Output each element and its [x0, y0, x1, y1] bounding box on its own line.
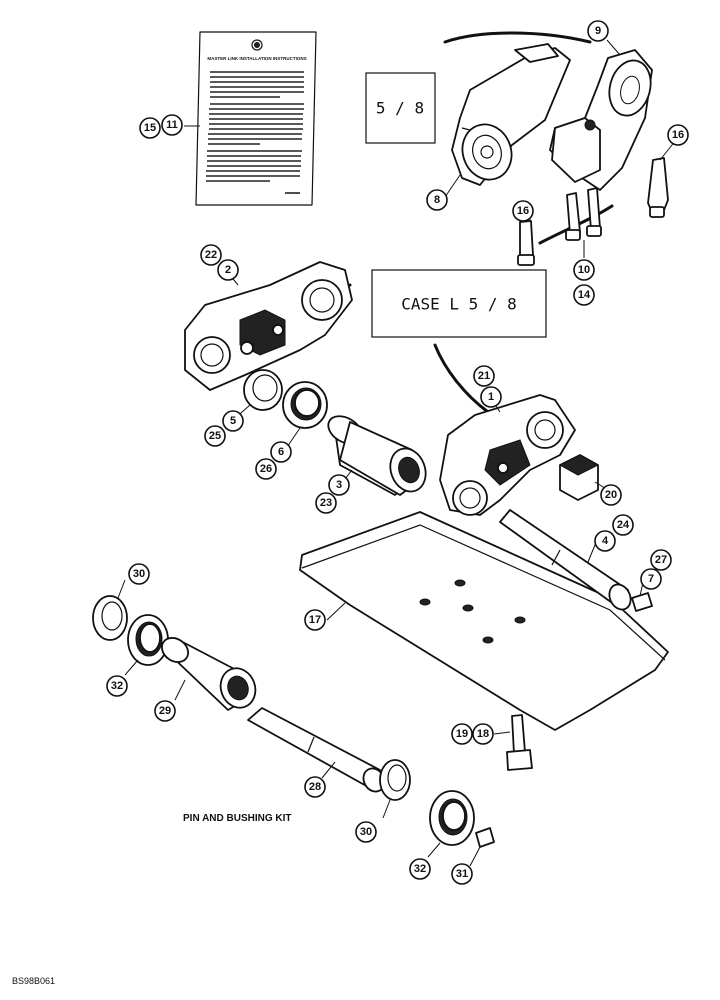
svg-text:9: 9: [595, 25, 601, 37]
callout-22: 22: [200, 244, 222, 266]
svg-text:15: 15: [144, 122, 156, 134]
callout-11: 11: [161, 114, 183, 136]
svg-text:10: 10: [578, 264, 590, 276]
svg-text:5: 5: [230, 415, 236, 427]
master-link-half-left: [451, 43, 571, 186]
svg-text:30: 30: [133, 568, 145, 580]
callout-7: 7: [640, 568, 662, 590]
callout-21: 21: [473, 365, 495, 387]
drawing-number: BS98B061: [12, 976, 55, 986]
seal-ring-6: [282, 381, 328, 429]
callout-24: 24: [612, 514, 634, 536]
svg-text:18: 18: [477, 728, 489, 740]
size-box-small: 5 / 8: [365, 72, 436, 144]
seal-32-upper: [127, 614, 169, 666]
svg-text:27: 27: [655, 554, 667, 566]
seal-30-upper: [92, 595, 128, 641]
svg-text:32: 32: [414, 863, 426, 875]
callout-17: 17: [304, 609, 326, 631]
plug-upper: [631, 592, 653, 612]
callout-30-lower: 30: [355, 821, 377, 843]
svg-text:3: 3: [336, 479, 342, 491]
callout-20: 20: [600, 484, 622, 506]
callout-32-lower: 32: [409, 858, 431, 880]
track-link-upper: [184, 261, 353, 391]
shoe-bolt: [506, 714, 533, 771]
callout-6: 6: [270, 441, 292, 463]
svg-text:22: 22: [205, 249, 217, 261]
svg-text:23: 23: [320, 497, 332, 509]
svg-text:25: 25: [209, 430, 221, 442]
master-link-half-right: [549, 49, 653, 191]
callout-31: 31: [451, 863, 473, 885]
svg-text:16: 16: [672, 129, 684, 141]
callout-32-upper: 32: [106, 675, 128, 697]
size-box-small-text: 5 / 8: [376, 99, 424, 118]
callout-15: 15: [139, 117, 161, 139]
svg-text:14: 14: [578, 289, 591, 301]
bushing-upper: [327, 415, 427, 496]
track-shoe: [299, 511, 669, 731]
bushing-kit: [161, 637, 257, 711]
callout-14: 14: [573, 284, 595, 306]
svg-text:31: 31: [456, 868, 468, 880]
svg-text:20: 20: [605, 489, 617, 501]
svg-text:11: 11: [166, 119, 178, 131]
instruction-sheet: MASTER LINK INSTALLATION INSTRUCTIONS: [195, 31, 317, 206]
svg-text:28: 28: [309, 781, 321, 793]
callout-10: 10: [573, 259, 595, 281]
callout-23: 23: [315, 492, 337, 514]
callout-5: 5: [222, 410, 244, 432]
callout-16-right: 16: [667, 124, 689, 146]
callout-29: 29: [154, 700, 176, 722]
callout-16-left: 16: [512, 200, 534, 222]
callout-4: 4: [594, 530, 616, 552]
svg-text:29: 29: [159, 705, 171, 717]
seal-30-lower: [379, 759, 411, 801]
bolt-group-upper: [517, 157, 669, 266]
callout-18: 18: [472, 723, 494, 745]
svg-text:32: 32: [111, 680, 123, 692]
size-box-large-text: CASE L 5 / 8: [401, 295, 517, 314]
callout-26: 26: [255, 458, 277, 480]
svg-text:21: 21: [478, 370, 490, 382]
svg-text:24: 24: [617, 519, 630, 531]
callout-9: 9: [587, 20, 609, 42]
plug-kit: [475, 827, 495, 848]
instruction-title: MASTER LINK INSTALLATION INSTRUCTIONS: [207, 56, 306, 61]
callout-30-upper: 30: [128, 563, 150, 585]
callout-19: 19: [451, 723, 473, 745]
svg-text:8: 8: [434, 194, 440, 206]
svg-text:6: 6: [278, 446, 284, 458]
track-nut: [558, 454, 600, 501]
kit-label: PIN AND BUSHING KIT: [183, 813, 292, 824]
track-link-middle: [439, 394, 576, 516]
callout-25: 25: [204, 425, 226, 447]
svg-text:17: 17: [309, 614, 321, 626]
motion-arc-top: [443, 31, 592, 44]
track-pin-upper: [499, 509, 632, 611]
svg-text:7: 7: [648, 573, 654, 585]
callout-28: 28: [304, 776, 326, 798]
callout-2: 2: [217, 259, 239, 281]
motion-arc-middle: [433, 343, 490, 414]
svg-text:1: 1: [488, 391, 494, 403]
callout-1: 1: [480, 386, 502, 408]
callout-8: 8: [426, 189, 448, 211]
callout-3: 3: [328, 474, 350, 496]
size-box-large: CASE L 5 / 8: [371, 269, 547, 338]
svg-text:2: 2: [225, 264, 231, 276]
track-pin-kit: [247, 707, 386, 793]
svg-text:26: 26: [260, 463, 272, 475]
svg-text:30: 30: [360, 826, 372, 838]
seal-32-lower: [429, 790, 475, 846]
svg-text:19: 19: [456, 728, 468, 740]
callout-27: 27: [650, 549, 672, 571]
seal-ring-5: [243, 369, 283, 411]
svg-text:16: 16: [517, 205, 529, 217]
svg-text:4: 4: [602, 535, 609, 547]
